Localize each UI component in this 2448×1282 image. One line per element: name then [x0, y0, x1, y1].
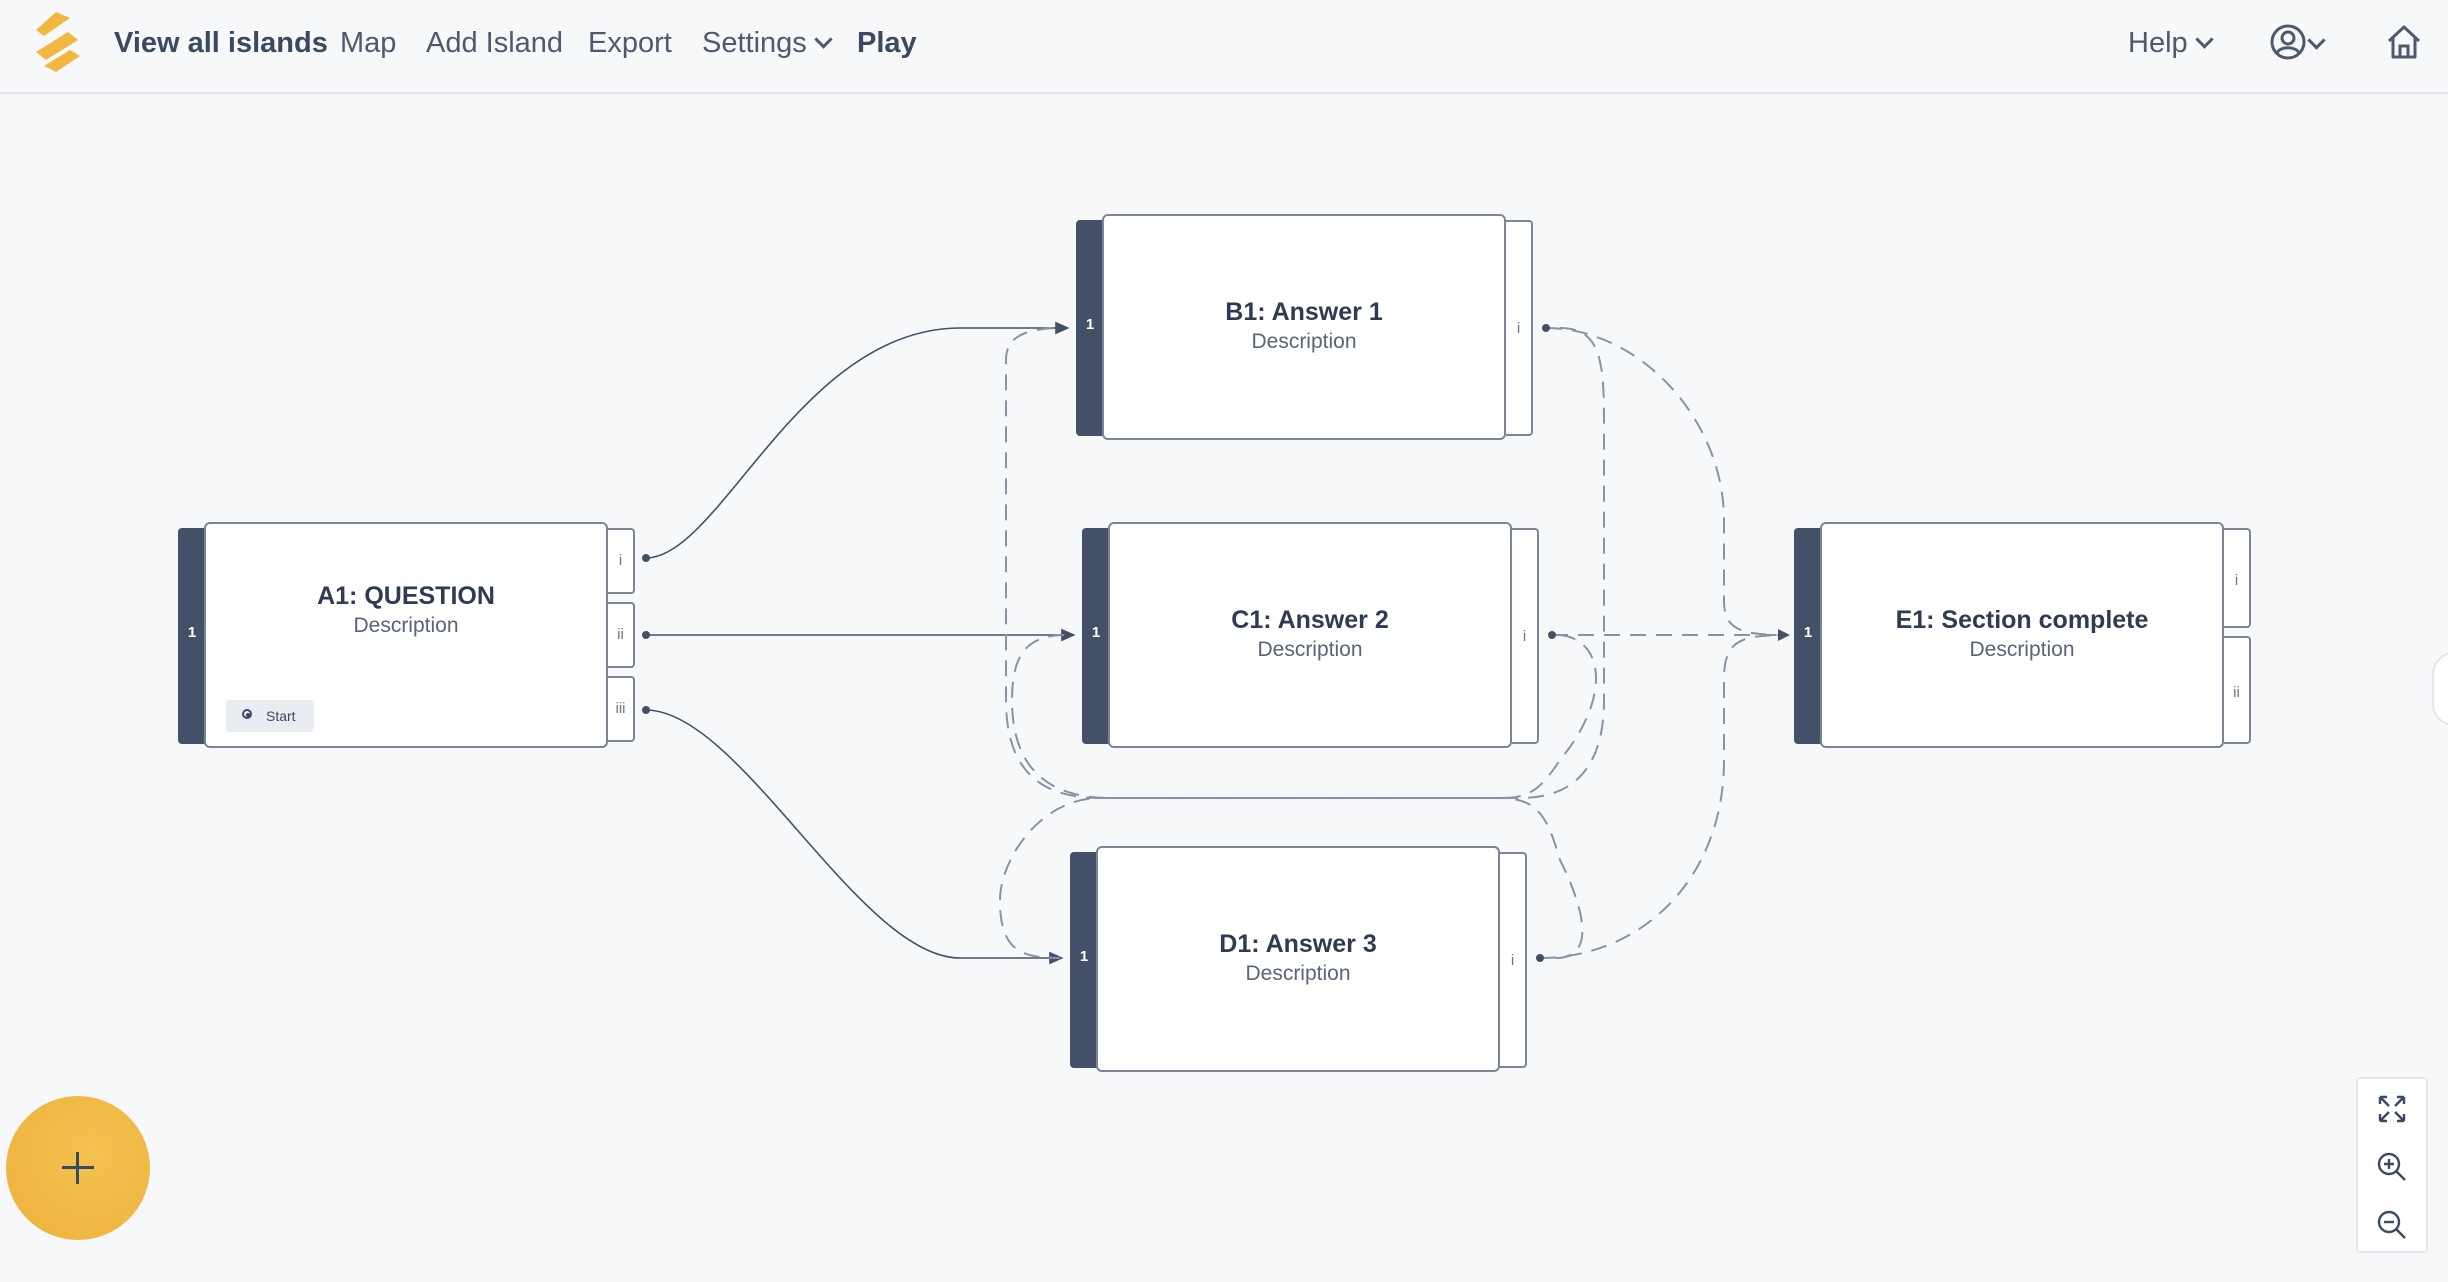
nav-export[interactable]: Export: [588, 27, 672, 59]
nav-view-all-islands[interactable]: View all islands: [114, 27, 328, 59]
port-label: i: [2234, 572, 2239, 589]
node-card[interactable]: C1: Answer 2 Description: [1108, 522, 1512, 748]
start-badge-label: Start: [266, 708, 296, 724]
node-handle[interactable]: 1: [178, 528, 206, 744]
node-description: Description: [1251, 330, 1357, 353]
answer-port-i[interactable]: i: [1506, 220, 1533, 436]
node-description: Description: [1969, 638, 2075, 661]
edge-a1-d1: [645, 709, 1064, 965]
answer-port-ii[interactable]: ii: [2224, 636, 2251, 744]
radio-dot-icon: [242, 709, 252, 719]
island-node-e1[interactable]: 1 E1: Section complete Description i ii: [1794, 522, 2254, 750]
node-title: A1: QUESTION: [317, 582, 495, 610]
edge-d1-e1: [1539, 634, 1789, 959]
answer-port-ii[interactable]: ii: [608, 602, 635, 668]
node-title: E1: Section complete: [1895, 606, 2149, 634]
chevron-down-icon: [2194, 30, 2214, 49]
node-description: Description: [353, 614, 459, 637]
nav-settings-label: Settings: [702, 27, 807, 59]
island-node-d1[interactable]: 1 D1: Answer 3 Description i: [1070, 846, 1530, 1074]
answer-port-i[interactable]: i: [608, 528, 635, 594]
zoom-controls: [2356, 1077, 2428, 1253]
help-label: Help: [2128, 27, 2188, 59]
node-number: 1: [1079, 948, 1089, 965]
help-dropdown[interactable]: Help: [2128, 22, 2214, 64]
edge-b1-e1: [1545, 327, 1789, 636]
nav-play[interactable]: Play: [857, 27, 917, 59]
node-card[interactable]: E1: Section complete Description: [1820, 522, 2224, 748]
edge-a1-b1: [645, 321, 1070, 559]
nav-add-island[interactable]: Add Island: [426, 27, 564, 59]
add-island-fab[interactable]: [6, 1096, 150, 1240]
fit-view-button[interactable]: [2358, 1079, 2426, 1137]
zoom-out-icon: [2377, 1210, 2406, 1239]
fit-view-icon: [2378, 1095, 2406, 1123]
node-description: Description: [1257, 638, 1363, 661]
node-handle[interactable]: 1: [1076, 220, 1104, 436]
node-number: 1: [1085, 316, 1095, 333]
connection-lines: [642, 321, 1790, 965]
port-label: i: [618, 552, 623, 569]
port-label: ii: [617, 626, 624, 643]
start-badge: Start: [226, 700, 314, 732]
user-menu[interactable]: [2268, 22, 2326, 67]
answer-port-i[interactable]: i: [1512, 528, 1539, 744]
top-navigation-bar: View all islands Map Add Island Export S…: [0, 0, 2448, 94]
edge-loop-b1: [1005, 327, 1605, 799]
port-label: iii: [615, 700, 626, 717]
nav-settings-dropdown[interactable]: Settings: [702, 22, 833, 64]
user-icon: [2270, 24, 2306, 60]
island-node-a1[interactable]: 1 A1: QUESTION Description Start i ii ii…: [178, 522, 638, 750]
side-panel-toggle[interactable]: [2432, 652, 2448, 726]
node-card[interactable]: B1: Answer 1 Description: [1102, 214, 1506, 440]
edge-loop-c1: [1010, 634, 1597, 799]
node-number: 1: [1803, 624, 1813, 641]
node-card[interactable]: A1: QUESTION Description Start: [204, 522, 608, 748]
island-node-b1[interactable]: 1 B1: Answer 1 Description i: [1076, 214, 1536, 442]
port-label: i: [1522, 628, 1527, 645]
zoom-out-button[interactable]: [2358, 1195, 2426, 1253]
port-label: i: [1510, 952, 1515, 969]
nav-map[interactable]: Map: [340, 27, 397, 59]
node-handle[interactable]: 1: [1070, 852, 1098, 1068]
island-node-c1[interactable]: 1 C1: Answer 2 Description i: [1082, 522, 1542, 750]
node-handle[interactable]: 1: [1082, 528, 1110, 744]
node-title: B1: Answer 1: [1225, 298, 1383, 326]
node-title: C1: Answer 2: [1231, 606, 1389, 634]
island-map-canvas[interactable]: 1 A1: QUESTION Description Start i ii ii…: [0, 94, 2448, 1282]
chevron-down-icon: [2307, 31, 2326, 50]
node-card[interactable]: D1: Answer 3 Description: [1096, 846, 1500, 1072]
logo-icon[interactable]: [30, 10, 86, 74]
node-title: D1: Answer 3: [1219, 930, 1377, 958]
port-label: i: [1516, 320, 1521, 337]
zoom-in-button[interactable]: [2358, 1137, 2426, 1195]
answer-port-i[interactable]: i: [2224, 528, 2251, 628]
zoom-in-icon: [2377, 1152, 2406, 1181]
answer-port-i[interactable]: i: [1500, 852, 1527, 1068]
chevron-down-icon: [814, 30, 833, 49]
edge-loop-d1: [998, 797, 1584, 959]
node-number: 1: [1091, 624, 1101, 641]
node-description: Description: [1245, 962, 1351, 985]
home-icon[interactable]: [2384, 22, 2424, 62]
port-label: ii: [2233, 684, 2240, 701]
answer-port-iii[interactable]: iii: [608, 676, 635, 742]
node-handle[interactable]: 1: [1794, 528, 1822, 744]
node-number: 1: [187, 624, 197, 641]
